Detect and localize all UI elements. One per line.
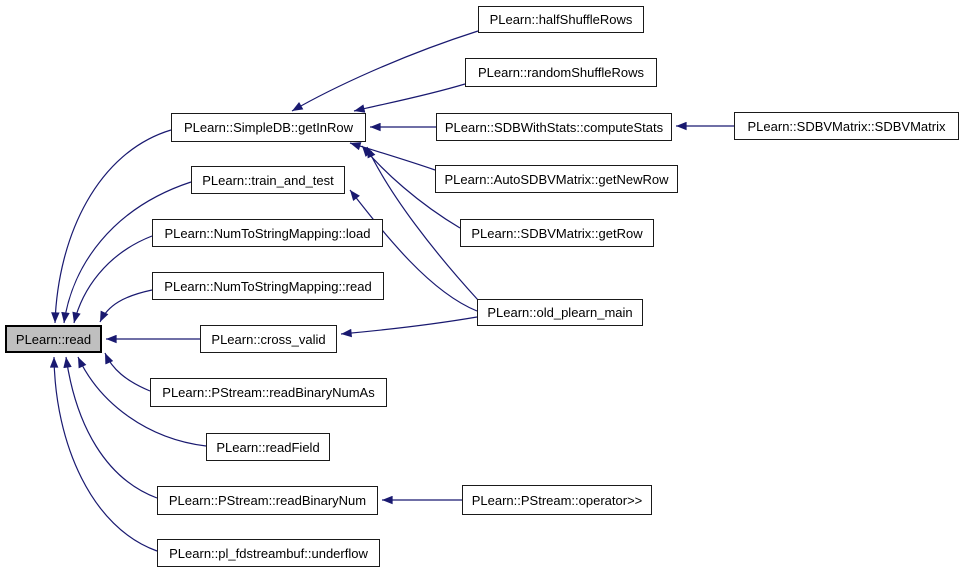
- edge-readField-to-read: [77, 356, 207, 447]
- edge-randomShuffleRows-to-getInRow: [353, 83, 466, 113]
- node-readField[interactable]: PLearn::readField: [206, 433, 330, 461]
- node-getInRow[interactable]: PLearn::SimpleDB::getInRow: [171, 113, 366, 142]
- edge-readBinaryNumAs-to-read: [104, 352, 151, 392]
- edge-halfShuffleRows-to-getInRow: [291, 30, 479, 112]
- edge-num2str_load-to-read: [72, 235, 153, 324]
- node-train_and_test[interactable]: PLearn::train_and_test: [191, 166, 345, 194]
- edge-old_plearn_main-to-train_and_test: [349, 189, 478, 312]
- node-read: PLearn::read: [5, 325, 102, 353]
- node-num2str_load[interactable]: PLearn::NumToStringMapping::load: [152, 219, 383, 247]
- node-sdbvmatrix_ctor[interactable]: PLearn::SDBVMatrix::SDBVMatrix: [734, 112, 959, 140]
- edge-underflow-to-read: [49, 356, 158, 552]
- node-old_plearn_main[interactable]: PLearn::old_plearn_main: [477, 299, 643, 326]
- node-halfShuffleRows[interactable]: PLearn::halfShuffleRows: [478, 6, 644, 33]
- edge-old_plearn_main-to-getInRow: [366, 146, 479, 301]
- node-cross_valid[interactable]: PLearn::cross_valid: [200, 325, 337, 353]
- edge-num2str_read-to-read: [99, 289, 153, 323]
- node-getRow[interactable]: PLearn::SDBVMatrix::getRow: [460, 219, 654, 247]
- node-randomShuffleRows[interactable]: PLearn::randomShuffleRows: [465, 58, 657, 87]
- node-getNewRow[interactable]: PLearn::AutoSDBVMatrix::getNewRow: [435, 165, 678, 193]
- edge-getInRow-to-read: [51, 129, 172, 324]
- node-num2str_read[interactable]: PLearn::NumToStringMapping::read: [152, 272, 384, 300]
- node-readBinaryNum[interactable]: PLearn::PStream::readBinaryNum: [157, 486, 378, 515]
- edge-old_plearn_main-to-cross_valid: [340, 316, 478, 338]
- node-underflow[interactable]: PLearn::pl_fdstreambuf::underflow: [157, 539, 380, 567]
- edge-readBinaryNum-to-read: [63, 356, 158, 499]
- node-readBinaryNumAs[interactable]: PLearn::PStream::readBinaryNumAs: [150, 378, 387, 407]
- node-computeStats[interactable]: PLearn::SDBWithStats::computeStats: [436, 113, 672, 141]
- edge-train_and_test-to-read: [61, 181, 192, 324]
- edge-getNewRow-to-getInRow: [349, 142, 436, 171]
- node-operator_rshift[interactable]: PLearn::PStream::operator>>: [462, 485, 652, 515]
